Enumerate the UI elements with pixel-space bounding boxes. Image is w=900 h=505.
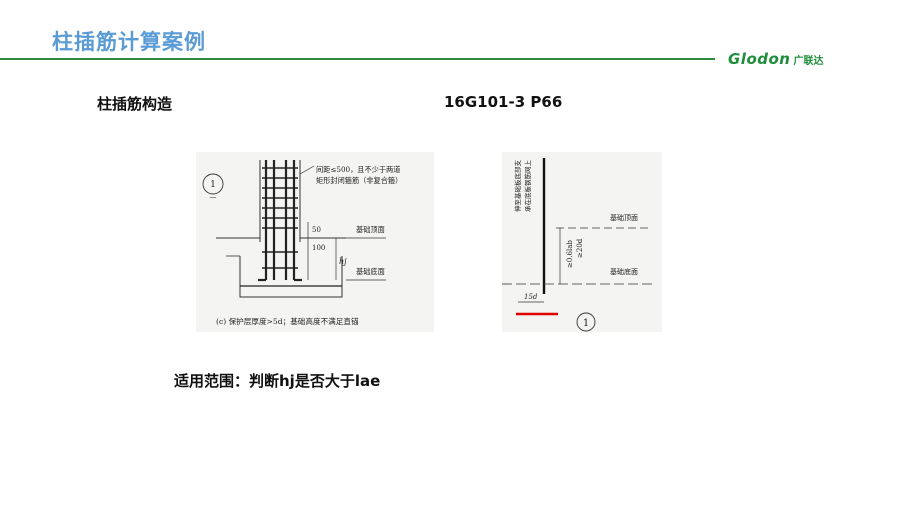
callout-circle bbox=[576, 312, 596, 332]
note-leader bbox=[299, 165, 315, 175]
section-heading: 柱插筋构造 bbox=[97, 95, 173, 113]
stirrup-note-2: 矩形封闭箍筋（非复合箍） bbox=[316, 176, 402, 185]
column-dowel-drawing: 1 — 间距≤500，且不少于两道 bbox=[196, 152, 434, 332]
code-reference: 16G101-3 P66 bbox=[444, 93, 563, 111]
logo-text-cn: 广联达 bbox=[793, 55, 824, 67]
logo-text-en: Glodon bbox=[728, 50, 791, 68]
callout-sub: — bbox=[210, 193, 217, 201]
label-foundation-bottom: 基础底面 bbox=[610, 267, 638, 276]
glodon-logo: Glodon 广联达 bbox=[728, 48, 823, 70]
bar-end-svg: 伸至基础板底部支 承在底板钢筋网上 基础顶面 基础底面 ≥0.6lab ≥20d… bbox=[502, 158, 652, 332]
dim-15d: 15d bbox=[524, 293, 538, 301]
callout-number: 1 bbox=[583, 318, 589, 329]
dim-20d: ≥20d bbox=[576, 238, 584, 258]
label-foundation-top: 基础顶面 bbox=[356, 225, 385, 234]
dim-50: 50 bbox=[312, 226, 321, 234]
vertical-note-1: 伸至基础板底部支 bbox=[513, 160, 522, 213]
stirrups bbox=[262, 167, 298, 269]
foundation-body bbox=[239, 256, 343, 298]
slide-title: 柱插筋计算案例 bbox=[52, 30, 206, 54]
dim-100: 100 bbox=[312, 244, 325, 252]
vertical-note-2: 承在底板钢筋网上 bbox=[523, 160, 532, 213]
stirrup-note-1: 间距≤500，且不少于两道 bbox=[316, 165, 400, 174]
callout-number: 1 bbox=[210, 180, 216, 190]
dim-hj: hj bbox=[339, 257, 347, 266]
label-foundation-top: 基础顶面 bbox=[610, 213, 638, 222]
dim-06lab: ≥0.6lab bbox=[566, 240, 574, 268]
figure-caption: (c) 保护层厚度>5d；基础高度不满足直锚 bbox=[216, 316, 359, 326]
header-divider bbox=[0, 58, 715, 60]
scope-note: 适用范围：判断hj是否大于lae bbox=[174, 372, 381, 390]
bar-end-drawing: 伸至基础板底部支 承在底板钢筋网上 基础顶面 基础底面 ≥0.6lab ≥20d… bbox=[502, 152, 662, 332]
callout-circle bbox=[202, 173, 224, 195]
column-dowel-svg: 1 — 间距≤500，且不少于两道 bbox=[202, 160, 402, 326]
label-foundation-bottom: 基础底面 bbox=[356, 267, 385, 276]
